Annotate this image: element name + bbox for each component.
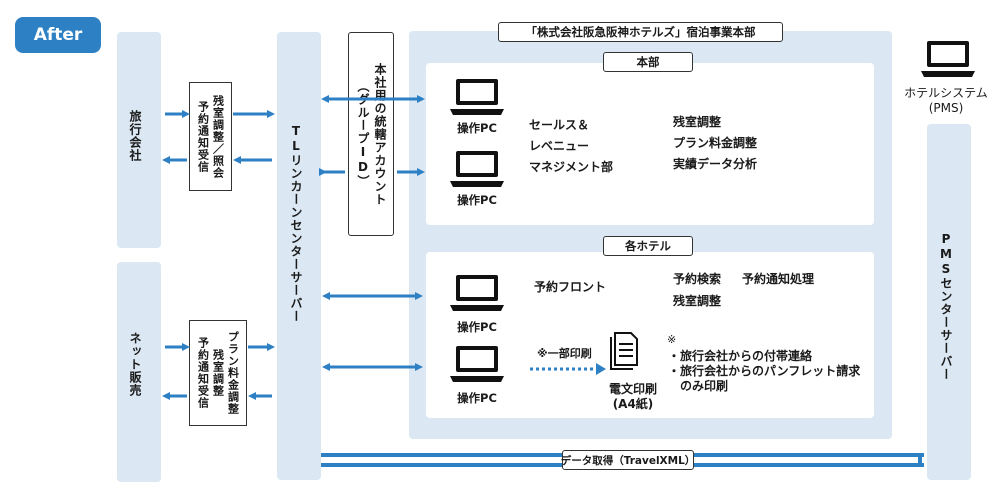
telegram-print-label: 電文印刷 (A4紙) (605, 382, 661, 412)
doc-label-line: 電文印刷 (608, 382, 657, 396)
function-label: 予約通知受信 (196, 100, 210, 173)
hotel-system-label: ホテルシステム (PMS) (894, 86, 998, 116)
travel-agency-panel: 旅行会社 (117, 32, 161, 248)
hotel-system-line: ホテルシステム (904, 86, 988, 100)
laptop-icon (450, 275, 504, 311)
hotel-pc-1 (447, 272, 507, 320)
laptop-icon (450, 346, 504, 382)
hotels-title: 各ホテル (603, 236, 693, 256)
hq-task: 実績データ分析 (673, 157, 758, 171)
hq-department-line: マネジメント部 (529, 160, 614, 174)
hotel-task: 残室調整 (673, 294, 722, 308)
hotel-pc-1-label: 操作PC (457, 320, 497, 334)
pms-center-server-label: PMSセンターサーバー (939, 232, 953, 381)
hq-pc-1 (447, 76, 507, 124)
hq-department-line: セールス＆ (529, 118, 590, 132)
hotel-pc-2-label: 操作PC (457, 391, 497, 405)
hq-department: セールス＆ レベニュー マネジメント部 (529, 115, 613, 178)
hotel-system-line: (PMS) (928, 101, 964, 115)
net-sales-panel: ネット販売 (117, 262, 161, 482)
pms-center-server-panel: PMSセンターサーバー (927, 124, 971, 480)
net-sales-label: ネット販売 (128, 332, 142, 397)
operations-department-title: 「株式会社阪急阪神ホテルズ」宿泊事業本部 (498, 22, 783, 42)
laptop-icon (921, 41, 975, 77)
hq-pc-1-label: 操作PC (457, 121, 497, 135)
hotel-task: 予約検索 (673, 272, 722, 286)
reservation-front: 予約フロント (534, 280, 607, 294)
hotel-pc-2 (447, 343, 507, 391)
note-line: ・旅行会社からの付帯連絡 (668, 349, 813, 363)
note-line: ・旅行会社からのパンフレット請求 (668, 364, 861, 378)
note-line: のみ印刷 (668, 379, 729, 393)
doc-label-line: (A4紙) (612, 397, 654, 411)
after-badge: After (15, 17, 101, 53)
data-fetch-label: データ取得（TravelXML） (561, 450, 695, 470)
hq-section (426, 63, 874, 225)
function-label: 残室調整 (211, 349, 225, 397)
hq-title: 本部 (603, 52, 693, 72)
hq-department-line: レベニュー (529, 139, 590, 153)
tl-lincoln-server-label: TLリンカーンセンターサーバー (289, 124, 303, 323)
function-label: 残室調整／照会 (211, 94, 225, 179)
travel-agency-functions-box: 残室調整／照会 予約通知受信 (189, 82, 232, 191)
print-notes: ・旅行会社からの付帯連絡 ・旅行会社からのパンフレット請求 のみ印刷 (668, 349, 860, 394)
hotels-section (426, 252, 874, 418)
note-mark: ※ (667, 333, 677, 346)
tl-lincoln-server-panel: TLリンカーンセンターサーバー (277, 32, 321, 480)
travel-agency-label: 旅行会社 (128, 110, 142, 162)
hq-pc-2 (447, 148, 507, 196)
hq-task: 残室調整 (673, 115, 722, 129)
unified-account-box: 本社用の統轄アカウント （グループID） (348, 32, 394, 236)
telegram-print (609, 331, 639, 375)
function-label: プラン料金調整 (226, 331, 240, 415)
function-label: 予約通知受信 (196, 337, 210, 409)
laptop-icon (450, 151, 504, 187)
hotel-system-pc (918, 38, 978, 86)
hotel-task: 予約通知処理 (742, 272, 815, 286)
group-id-label: （グループID） (356, 80, 370, 188)
document-icon (610, 332, 638, 370)
net-sales-functions-box: プラン料金調整 残室調整 予約通知受信 (189, 320, 247, 426)
laptop-icon (450, 79, 504, 115)
unified-account-label: 本社用の統轄アカウント (373, 62, 387, 206)
partial-print-label: ※一部印刷 (537, 347, 592, 360)
hq-pc-2-label: 操作PC (457, 193, 497, 207)
hq-tasks: 残室調整 プラン料金調整 実績データ分析 (673, 112, 757, 175)
hq-task: プラン料金調整 (673, 136, 758, 150)
